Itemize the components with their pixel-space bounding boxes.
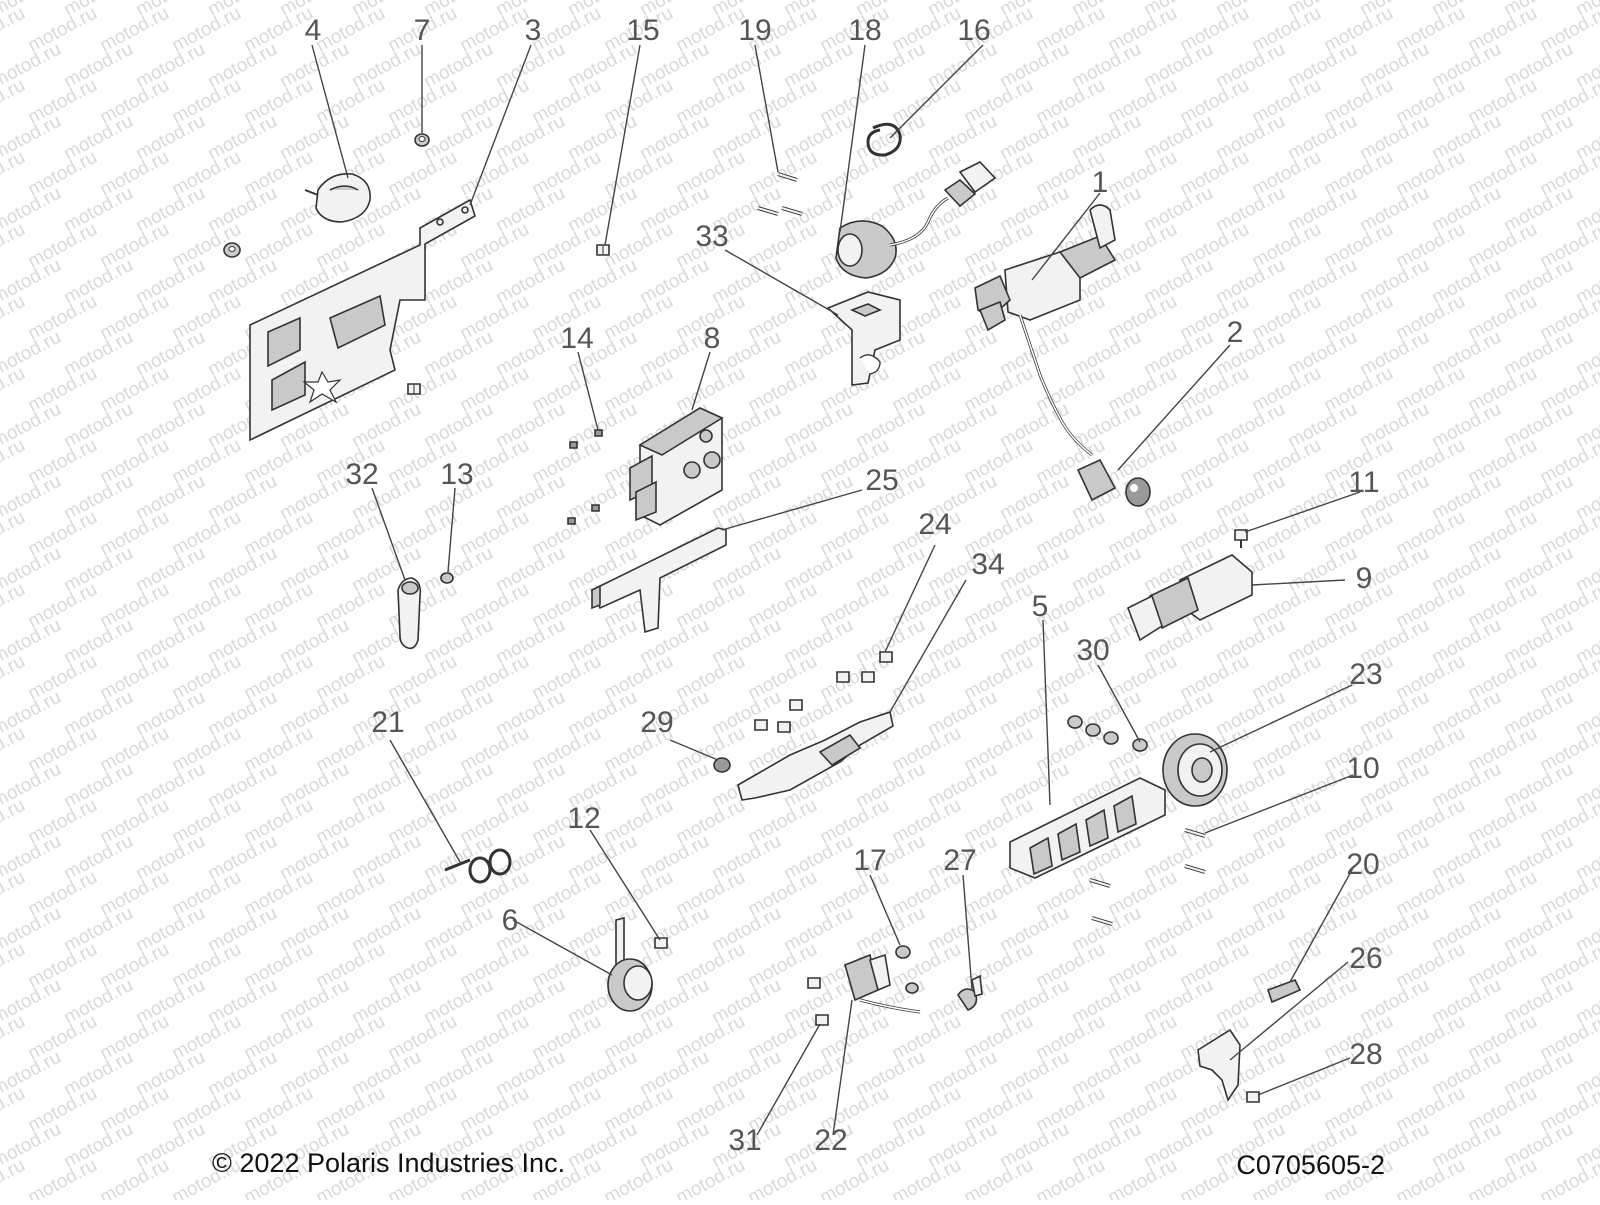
watermark-text: motod.ru (0, 867, 29, 921)
callout-2: 2 (1227, 316, 1244, 349)
watermark-text: motod.ru (672, 1155, 748, 1200)
part-11-screw (1234, 529, 1248, 548)
watermark-text: motod.ru (0, 1155, 29, 1200)
callout-17: 17 (853, 844, 886, 877)
watermark-text: motod.ru (600, 1155, 676, 1200)
watermark-text: motod.ru (0, 939, 29, 993)
part-32-terminal-boot (397, 577, 422, 650)
watermark-text: motod.ru (0, 579, 29, 633)
callout-18: 18 (848, 14, 881, 47)
watermark-text: motod.ru (1392, 1155, 1468, 1200)
callout-3: 3 (525, 14, 542, 47)
callout-30: 30 (1076, 634, 1109, 667)
callout-10: 10 (1346, 752, 1379, 785)
watermark-text: motod.ru (0, 291, 29, 345)
callout-9: 9 (1356, 562, 1373, 595)
watermark-text: motod.ru (0, 795, 29, 849)
part-8-control-module (629, 407, 724, 526)
figure-id: C0705605-2 (1236, 1150, 1385, 1180)
watermark-text: motod.ru (960, 1155, 1036, 1200)
part-29-nut (713, 757, 731, 773)
callout-28: 28 (1349, 1038, 1382, 1071)
callout-25: 25 (865, 464, 898, 497)
callout-29: 29 (640, 706, 673, 739)
watermark-text: motod.ru (1536, 1155, 1600, 1200)
callout-19: 19 (738, 14, 771, 47)
watermark-text: motod.ru (0, 363, 29, 417)
watermark-text: motod.ru (0, 147, 29, 201)
watermark-text: motod.ru (96, 1155, 172, 1200)
watermark-text: motod.ru (0, 507, 29, 561)
callout-20: 20 (1346, 848, 1379, 881)
callout-4: 4 (305, 14, 322, 47)
callout-5: 5 (1032, 590, 1049, 623)
callout-1: 1 (1092, 166, 1109, 199)
part-3-grommet (223, 242, 241, 258)
callout-32: 32 (345, 458, 378, 491)
callout-34: 34 (971, 548, 1004, 581)
callout-22: 22 (814, 1124, 847, 1157)
callout-7: 7 (414, 14, 431, 47)
watermark-text: motod.ru (816, 1155, 892, 1200)
copyright-text: © 2022 Polaris Industries Inc. (212, 1148, 565, 1178)
part-15-screw (596, 244, 610, 256)
callout-16: 16 (957, 14, 990, 47)
callout-15: 15 (626, 14, 659, 47)
callout-8: 8 (704, 322, 721, 355)
callout-6: 6 (502, 904, 519, 937)
watermark-text: motod.ru (1104, 1155, 1180, 1200)
part-12-nut (654, 937, 668, 949)
watermark-text: motod.ru (0, 651, 29, 705)
callout-24: 24 (918, 508, 951, 541)
part-3-screw (407, 383, 421, 395)
part-31-screw (815, 1014, 829, 1026)
watermark-text: motod.ru (888, 1155, 964, 1200)
callout-26: 26 (1349, 942, 1382, 975)
callout-11: 11 (1348, 466, 1379, 499)
watermark-text: motod.ru (1464, 1155, 1540, 1200)
callout-21: 21 (371, 706, 404, 739)
watermark-text: motod.ru (744, 1155, 820, 1200)
callout-13: 13 (440, 458, 473, 491)
watermark-text: motod.ru (0, 219, 29, 273)
part-28-screw (1246, 1091, 1260, 1103)
callout-14: 14 (560, 322, 593, 355)
watermark-text: motod.ru (0, 75, 29, 129)
part-17-nut (895, 945, 911, 959)
callout-33: 33 (695, 220, 728, 253)
watermark-text: motod.ru (0, 1011, 29, 1065)
part-7-grommet (414, 133, 430, 147)
watermark-text: motod.ru (0, 723, 29, 777)
part-23-grommet (1162, 733, 1228, 807)
watermark-text: motod.ru (0, 1083, 29, 1137)
callout-23: 23 (1349, 658, 1382, 691)
watermark-text: motod.ru (0, 3, 29, 57)
callout-27: 27 (943, 844, 976, 877)
part-13-nut (440, 572, 454, 584)
watermark-text: motod.ru (0, 435, 29, 489)
callout-12: 12 (567, 802, 600, 835)
watermark-text: motod.ru (1032, 1155, 1108, 1200)
callout-31: 31 (728, 1124, 761, 1157)
watermark-text: motod.ru (24, 1155, 100, 1200)
